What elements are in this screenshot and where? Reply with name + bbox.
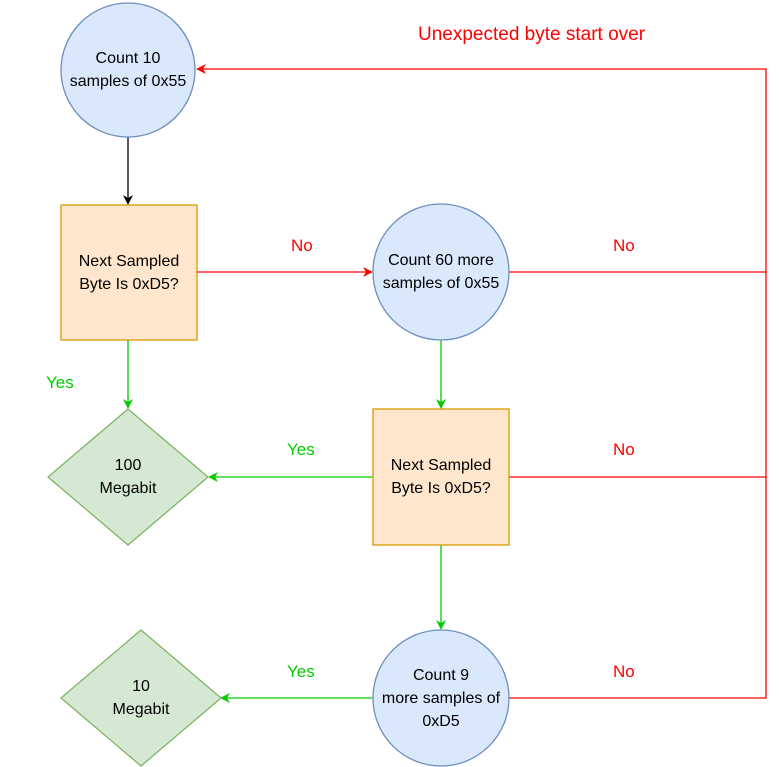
check2-text: Next Sampled Byte Is 0xD5? [390, 457, 492, 497]
edge-count9-no-restart-loop [196, 64, 767, 699]
no-label-count9: No [613, 662, 635, 681]
count60-text: Count 60 more samples of 0x55 [382, 252, 500, 292]
check2-rect [372, 408, 510, 546]
yes-label-count9: Yes [287, 662, 315, 681]
yes-label-check2: Yes [287, 440, 315, 459]
count60-circle [372, 203, 510, 341]
restart-label: Unexpected byte start over [418, 24, 646, 45]
no-label-check1: No [291, 236, 313, 255]
count9-circle [372, 629, 510, 767]
mb10-text: 10 Megabit [112, 678, 170, 718]
check1-rect [60, 204, 198, 341]
mb100-text: 100 Megabit [99, 457, 157, 497]
mb10-diamond [59, 629, 223, 767]
count10-text: Count 10 samples of 0x55 [69, 50, 187, 90]
no-label-count60: No [613, 236, 635, 255]
mb100-diamond [46, 408, 210, 546]
count9-text: Count 9 more samples of 0xD5 [381, 666, 501, 730]
check1-text: Next Sampled Byte Is 0xD5? [78, 252, 180, 293]
no-label-check2: No [613, 440, 635, 459]
count10-circle [60, 2, 196, 138]
yes-label-check1: Yes [46, 373, 74, 392]
